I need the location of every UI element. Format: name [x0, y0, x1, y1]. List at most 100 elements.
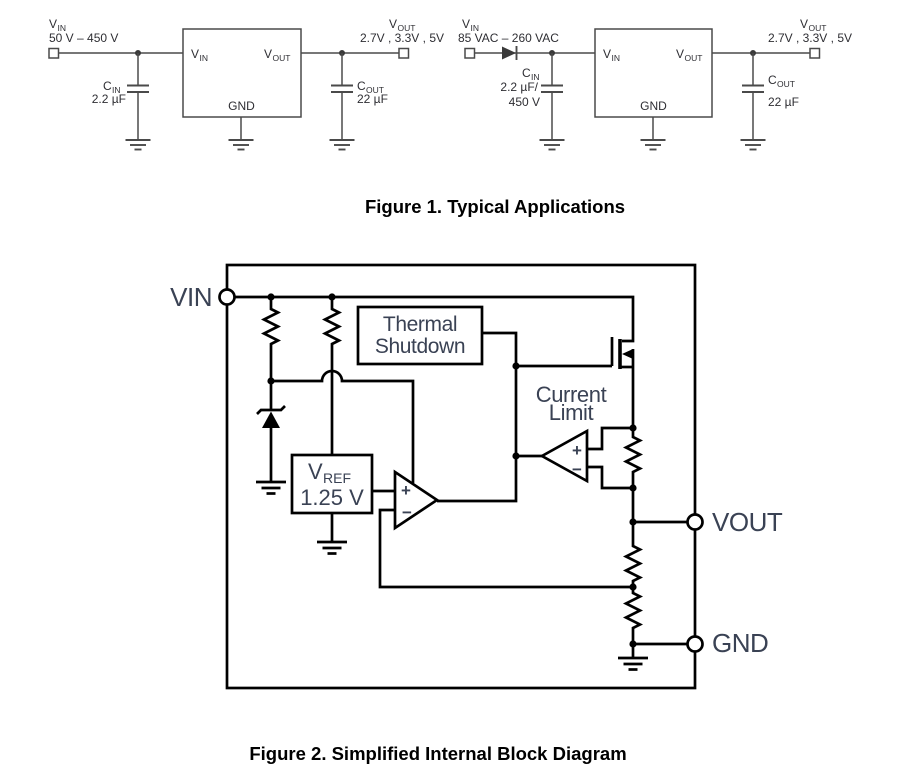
ic-pin-vin: V	[191, 47, 199, 61]
ic-pin-vin-sub: IN	[200, 53, 209, 63]
cin-capacitor	[126, 84, 150, 93]
cout-label-sub: OUT	[366, 85, 384, 95]
cout-capacitor	[741, 84, 765, 93]
ground-symbol	[616, 656, 650, 671]
ground-symbol	[254, 480, 288, 495]
junction-dot	[629, 640, 637, 648]
port-vin-label: VIN	[170, 282, 212, 312]
bias-line	[271, 369, 415, 483]
cin-value-line1: 2.2 µF/	[500, 80, 538, 94]
regulator-ic-block	[594, 28, 713, 118]
vref-value: 1.25 V	[300, 485, 364, 510]
ground-symbol	[739, 139, 767, 151]
cin-label: C	[103, 79, 112, 93]
gnd-port-terminal	[686, 635, 704, 653]
vref-label: V	[308, 459, 323, 484]
input-terminal	[464, 47, 476, 59]
vout-values: 2.7V , 3.3V , 5V	[768, 31, 852, 45]
cout-capacitor	[330, 84, 354, 93]
ic-pin-vin-sub: IN	[612, 53, 621, 63]
ground-symbol	[639, 139, 667, 151]
port-gnd-label: GND	[712, 628, 768, 658]
ic-pin-gnd: GND	[228, 99, 255, 113]
vin-label: V	[49, 17, 57, 31]
figure2-caption: Figure 2. Simplified Internal Block Diag…	[249, 743, 627, 764]
comparator-plus-stub	[587, 426, 633, 451]
figure1-right-circuit: V IN 85 VAC – 260 VAC C IN 2.2 µF/ 450 V…	[458, 17, 852, 151]
ground-symbol	[124, 139, 152, 151]
current-limit-minus-sign: −	[572, 460, 582, 479]
feedback-resistor-upper	[624, 541, 642, 586]
vin-label: V	[462, 17, 470, 31]
input-terminal	[48, 47, 60, 59]
vref-label-sub: REF	[323, 470, 351, 486]
cin-label: C	[522, 66, 531, 80]
junction-dot	[629, 583, 637, 591]
junction-dot	[512, 362, 520, 370]
thermal-shutdown-label-line2: Shutdown	[375, 335, 465, 358]
output-terminal	[398, 47, 410, 59]
junction-dot	[629, 518, 637, 526]
figure1-left-circuit: V IN 50 V – 450 V C IN 2.2 µF V IN V OUT…	[48, 17, 444, 151]
ic-pin-vout: V	[676, 47, 684, 61]
resistor-r1	[262, 304, 280, 349]
feedback-resistor-lower	[624, 588, 642, 633]
ic-pin-vout-sub: OUT	[273, 53, 291, 63]
junction-dot	[267, 293, 275, 301]
error-amplifier	[393, 469, 440, 531]
chip-boundary	[225, 263, 697, 690]
pass-mosfet-icon	[610, 337, 635, 428]
regulator-ic-block	[182, 28, 302, 118]
ground-symbol	[315, 540, 349, 555]
cout-label: C	[357, 79, 366, 93]
cin-value-line2: 450 V	[509, 95, 540, 109]
figure1-caption: Figure 1. Typical Applications	[364, 196, 626, 217]
ground-symbol	[227, 139, 255, 151]
vin-rail	[234, 295, 635, 343]
vout-label-sub: OUT	[809, 23, 827, 33]
ground-symbol	[538, 139, 566, 151]
junction-dot	[267, 377, 275, 385]
current-limit-label-line1: Current	[536, 382, 607, 407]
vout-label: V	[389, 17, 397, 31]
error-amp-minus-sign: −	[402, 503, 412, 522]
cin-label-sub: IN	[531, 72, 540, 82]
cin-value: 2.2 µF	[92, 92, 126, 106]
current-limit-label-line2: Limit	[549, 400, 594, 425]
zener-diode-icon	[256, 405, 286, 481]
comparator-minus-stub	[587, 465, 633, 490]
thermal-shutdown-label-line1: Thermal	[383, 313, 457, 336]
cout-label: C	[768, 73, 777, 87]
junction-dot	[328, 293, 336, 301]
vin-label-sub: IN	[58, 23, 67, 33]
vin-label-sub: IN	[471, 23, 480, 33]
cout-label-sub: OUT	[777, 79, 795, 89]
current-limit-comparator	[539, 428, 589, 484]
figure2-block-diagram: VIN VOUT GND Thermal Shutdown Current Li…	[170, 263, 783, 690]
cin-capacitor	[540, 84, 564, 93]
feedback-line	[378, 508, 631, 589]
cout-value: 22 µF	[768, 95, 799, 109]
junction-dot	[512, 452, 520, 460]
ic-pin-vout-sub: OUT	[685, 53, 703, 63]
ic-pin-vout: V	[264, 47, 272, 61]
ic-pin-gnd: GND	[640, 99, 667, 113]
vout-label: V	[800, 17, 808, 31]
junction-dot	[629, 424, 637, 432]
vout-label-sub: OUT	[398, 23, 416, 33]
error-amp-plus-sign: +	[401, 481, 411, 500]
vout-port-terminal	[686, 513, 704, 531]
diode-icon	[502, 46, 516, 60]
port-vout-label: VOUT	[712, 507, 783, 537]
vout-values: 2.7V , 3.3V , 5V	[360, 31, 444, 45]
vin-range: 50 V – 450 V	[49, 31, 118, 45]
sense-resistor	[624, 432, 642, 477]
thermal-shutdown-block	[356, 305, 484, 366]
ground-symbol	[328, 139, 356, 151]
junction-dot	[629, 484, 637, 492]
vin-range: 85 VAC – 260 VAC	[458, 31, 559, 45]
cout-value: 22 µF	[357, 92, 388, 106]
output-terminal	[809, 47, 821, 59]
